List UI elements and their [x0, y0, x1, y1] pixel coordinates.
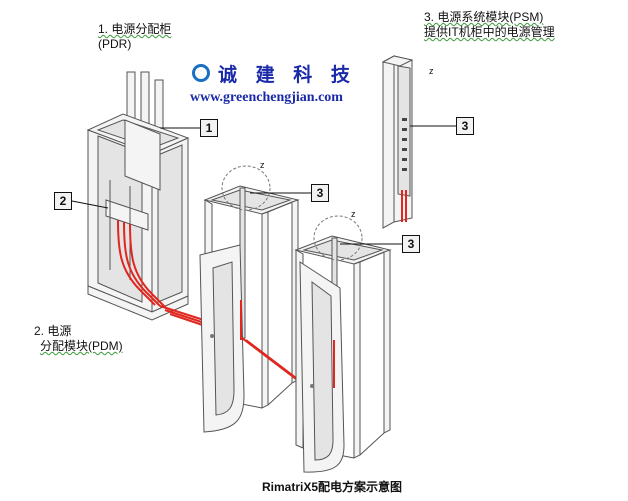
company-name: 诚 建 科 技: [218, 64, 356, 86]
caption-text: 配电方案示意图: [318, 480, 403, 494]
pdr-label: 1. 电源分配柜 (PDR): [98, 22, 171, 52]
rack-2: [294, 215, 392, 473]
callout-3-psm: 3: [456, 117, 474, 135]
pdm-label: 2. 电源 分配模块(PDM): [34, 324, 123, 354]
pdm-label-line2: 分配模块(PDM): [40, 339, 123, 353]
callout-2: 2: [54, 192, 72, 210]
diagram-caption: RimatriX5配电方案示意图: [262, 478, 402, 495]
pdr-cabinet: [86, 71, 190, 321]
rack-1: [199, 165, 300, 433]
callout-1: 1: [200, 119, 218, 137]
callout-3-rack1: 3: [311, 184, 329, 202]
z-label-psm: z: [429, 66, 434, 76]
psm-label-line1: 3. 电源系统模块(PSM): [424, 10, 544, 24]
pdm-label-line1: 2. 电源: [34, 324, 72, 338]
psm-module: [381, 55, 414, 229]
pdr-label-line1: 1. 电源分配柜: [98, 22, 172, 36]
pdr-label-line2: (PDR): [98, 37, 132, 51]
psm-label: 3. 电源系统模块(PSM) 提供IT机柜中的电源管理: [424, 10, 555, 40]
z-label-rack1: z: [260, 160, 265, 170]
company-url: www.greenchengjian.com: [190, 90, 343, 105]
company-logo-icon: [192, 64, 210, 82]
psm-label-line2: 提供IT机柜中的电源管理: [424, 25, 555, 39]
z-label-rack2: z: [351, 209, 356, 219]
callout-3-rack2: 3: [402, 235, 420, 253]
caption-brand: RimatriX5: [262, 480, 319, 494]
